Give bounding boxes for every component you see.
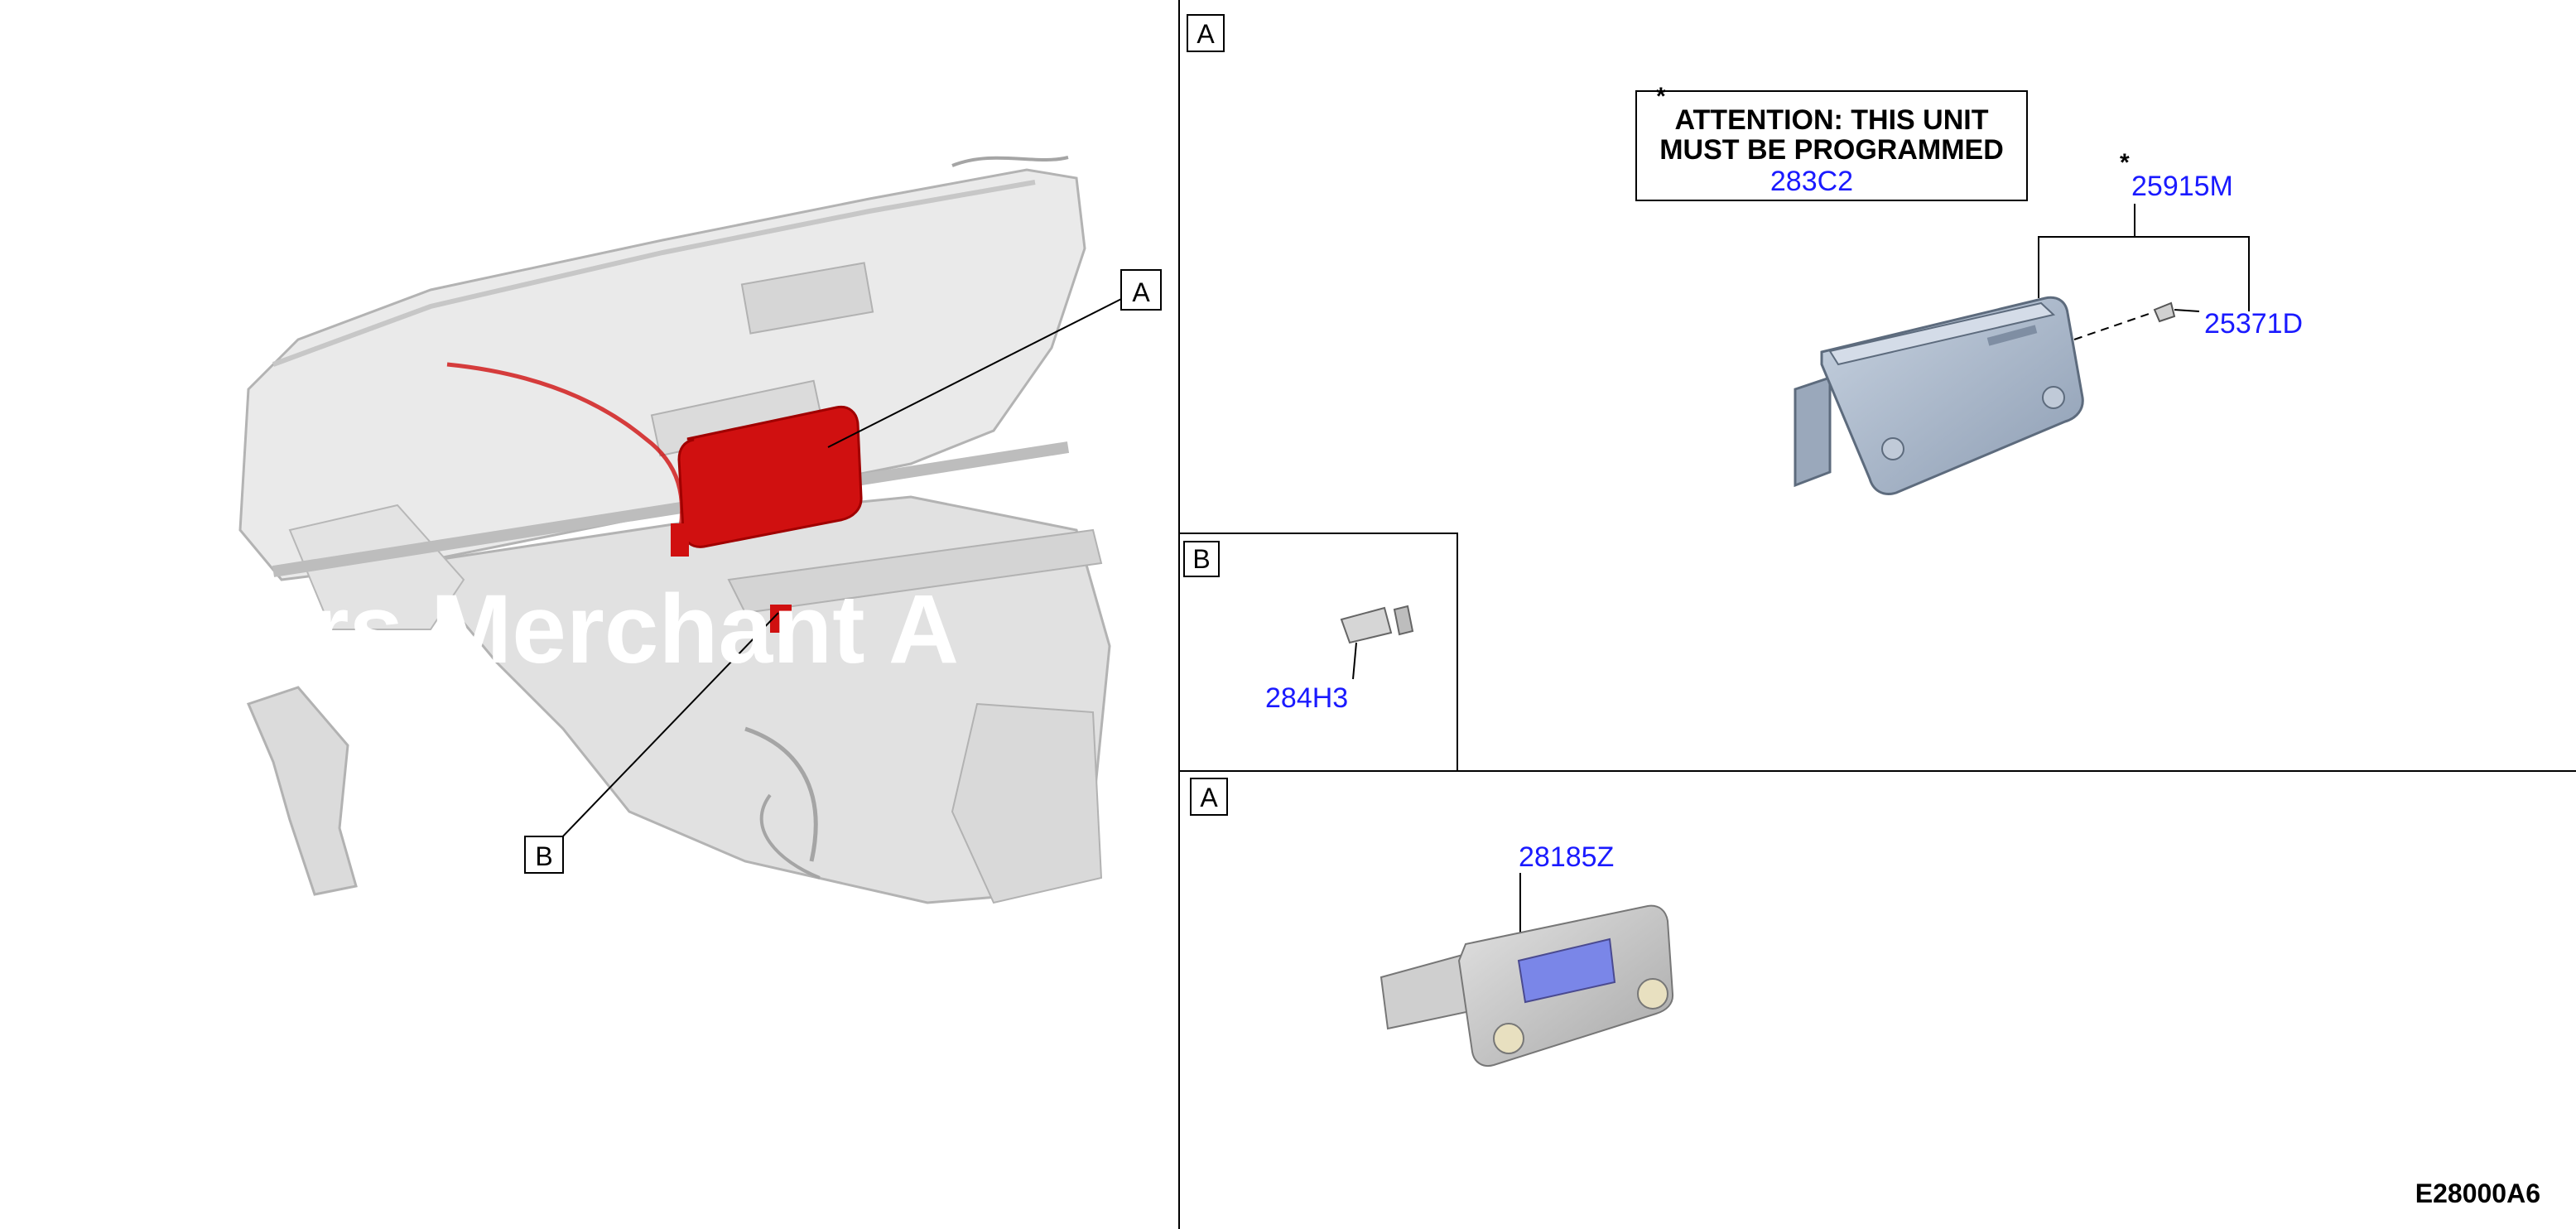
screw-25371D: 25371D <box>2073 301 2303 340</box>
svg-text:MUST BE PROGRAMMED: MUST BE PROGRAMMED <box>1659 134 2004 166</box>
callout-left-a: A <box>1120 269 1162 311</box>
svg-text:*: * <box>1656 83 1666 110</box>
panel-b-border <box>1179 533 1458 771</box>
callout-left-b: B <box>524 836 564 874</box>
callout-panel-b: B <box>1183 541 1220 577</box>
leader-line-a <box>827 291 1137 448</box>
svg-text:B: B <box>1192 544 1210 574</box>
part-label-28185Z: 28185Z <box>1519 841 1614 936</box>
svg-text:25915M: 25915M <box>2131 171 2233 202</box>
head-unit-module <box>1794 296 2084 495</box>
highlighted-module <box>446 362 863 633</box>
svg-text:28185Z: 28185Z <box>1519 841 1614 873</box>
svg-text:B: B <box>535 841 552 871</box>
svg-text:A: A <box>1197 19 1215 49</box>
watermark-text: ers Merchant A <box>257 575 959 684</box>
svg-text:283C2: 283C2 <box>1770 166 1853 197</box>
callout-panel-a-top: A <box>1187 14 1225 52</box>
attention-note: * ATTENTION: THIS UNIT MUST BE PROGRAMME… <box>1635 83 2028 201</box>
svg-text:284H3: 284H3 <box>1265 682 1348 714</box>
svg-text:A: A <box>1132 277 1150 307</box>
diagram-code: E28000A6 <box>2415 1178 2540 1208</box>
leader-line-b <box>556 612 779 844</box>
svg-text:25371D: 25371D <box>2204 308 2303 340</box>
svg-text:*: * <box>2120 149 2130 176</box>
svg-text:A: A <box>1200 783 1218 812</box>
switch-284H3: 284H3 <box>1265 605 1414 714</box>
svg-text:ATTENTION: THIS UNIT: ATTENTION: THIS UNIT <box>1675 104 1989 136</box>
part-label-25915M: * 25915M <box>2038 149 2250 311</box>
callout-panel-a-bottom: A <box>1190 778 1228 816</box>
radio-unit-28185Z <box>1379 904 1674 1067</box>
